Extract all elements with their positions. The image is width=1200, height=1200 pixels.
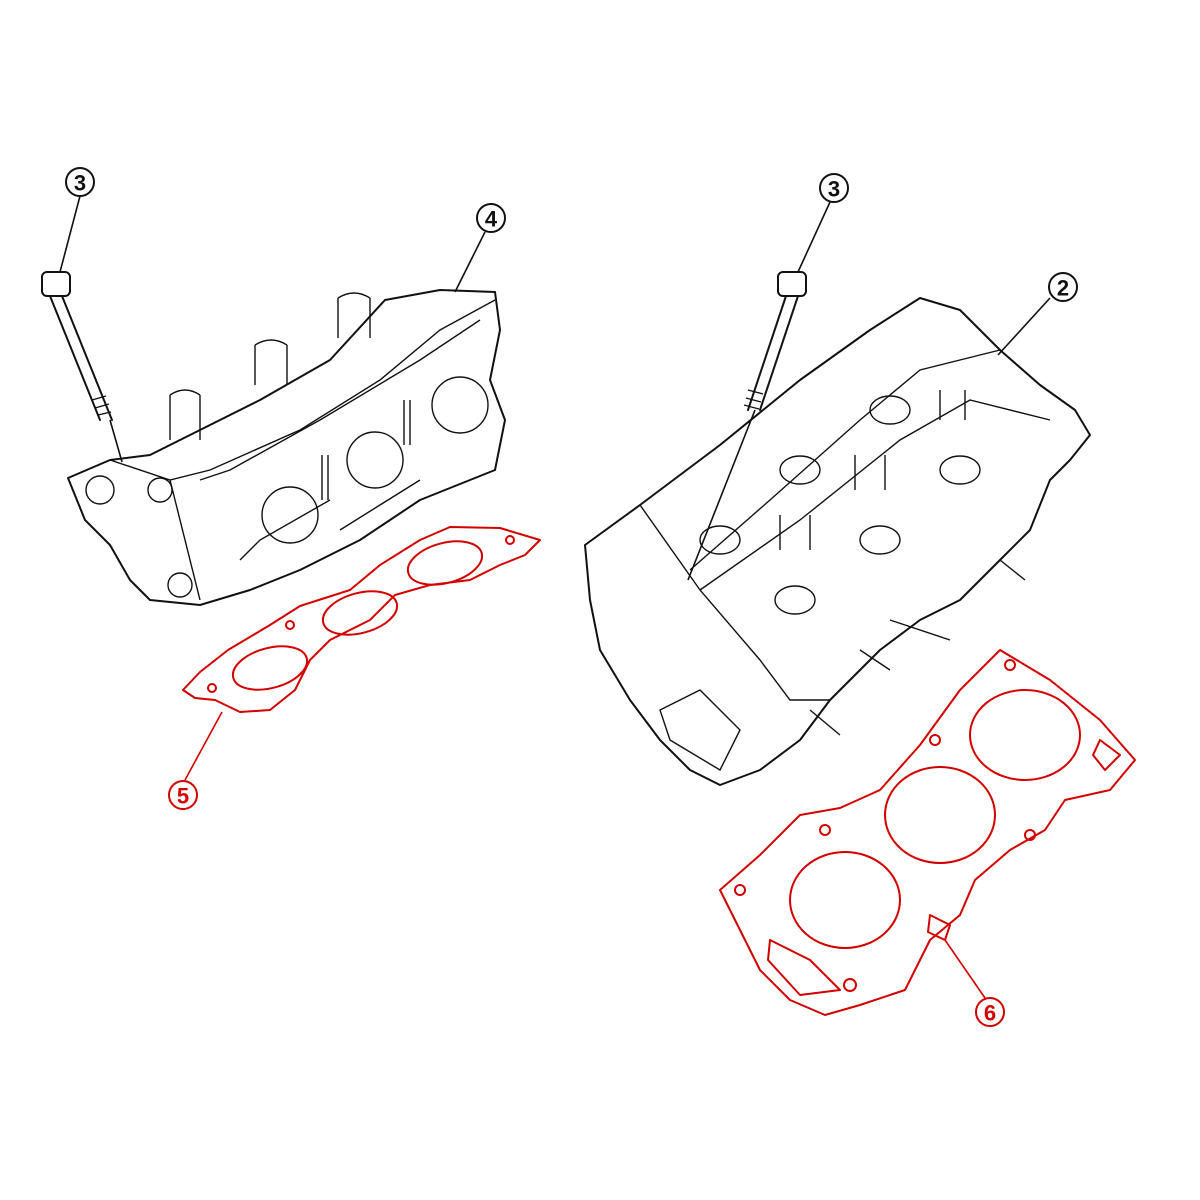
svg-text:3: 3 [74, 171, 86, 196]
leader-line [944, 939, 986, 999]
callout-right-bolt: 3 [819, 173, 849, 203]
callout-right-head-gasket: 6 [975, 997, 1005, 1027]
left-cylinder-head[interactable] [67, 289, 506, 606]
svg-text:2: 2 [1057, 276, 1069, 301]
leader-line [997, 297, 1051, 356]
svg-text:4: 4 [485, 207, 498, 232]
callout-right-cylinder-head: 2 [1048, 272, 1078, 302]
right-head-gasket[interactable] [719, 649, 1136, 1016]
left-bolt[interactable] [41, 271, 113, 421]
callout-left-head-gasket: 5 [168, 780, 198, 810]
leader-line [797, 201, 831, 273]
leader-line [109, 419, 123, 463]
svg-text:6: 6 [984, 1001, 996, 1026]
left-head-gasket[interactable] [182, 526, 541, 713]
leader-line [184, 711, 223, 781]
callout-left-cylinder-head: 4 [476, 203, 506, 233]
svg-text:5: 5 [177, 784, 189, 809]
leader-line [59, 195, 81, 273]
callout-left-bolt: 3 [65, 167, 95, 197]
leader-line [687, 409, 756, 581]
svg-text:3: 3 [828, 177, 840, 202]
right-cylinder-head[interactable] [584, 297, 1091, 786]
right-bolt[interactable] [743, 271, 807, 411]
leader-line [454, 231, 486, 293]
